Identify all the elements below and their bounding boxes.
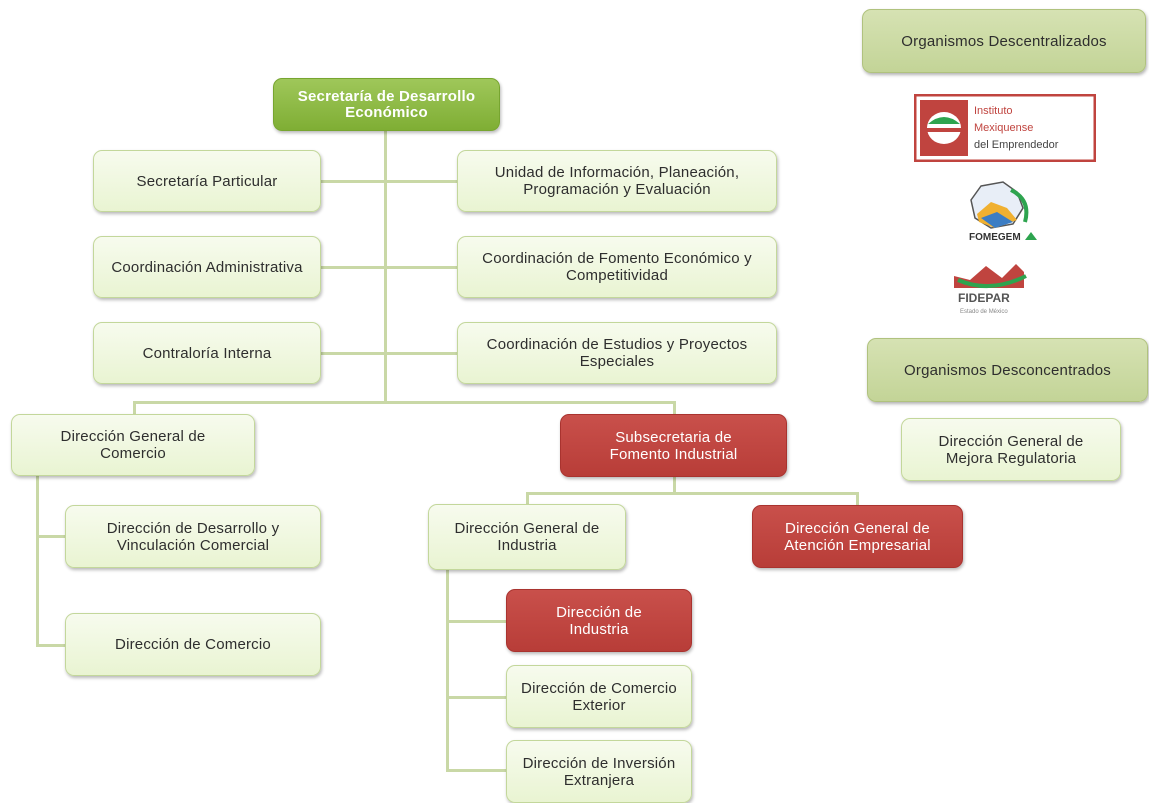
connector-level2-horizontal xyxy=(133,401,676,404)
ime-line3: del Emprendedor xyxy=(974,139,1059,151)
fidepar-logo: FIDEPAR Estado de México xyxy=(950,258,1030,318)
connector-comercio-vertical xyxy=(36,475,39,647)
connector-level3-horizontal xyxy=(526,492,859,495)
connector-dir-industria xyxy=(446,620,508,623)
connector-subsecretaria-drop xyxy=(673,401,676,415)
connector-dir-comercio-exterior xyxy=(446,696,508,699)
connector-dg-comercio-drop xyxy=(133,401,136,415)
direccion-inversion-extranjera-box: Dirección de Inversión Extranjera xyxy=(506,740,692,803)
direccion-general-industria-box: Dirección General de Industria xyxy=(428,504,626,570)
connector-dg-industria-drop xyxy=(526,492,529,505)
ime-line2: Mexiquense xyxy=(974,122,1033,134)
fidepar-subtext: Estado de México xyxy=(960,309,1008,315)
instituto-mexiquense-emprendedor-logo: Instituto Mexiquense del Emprendedor xyxy=(913,93,1097,163)
connector-administrativa xyxy=(321,266,387,269)
connector-uippe xyxy=(384,180,458,183)
connector-fomento-economico xyxy=(384,266,458,269)
connector-particular xyxy=(321,180,387,183)
direccion-comercio-box: Dirección de Comercio xyxy=(65,613,321,676)
ime-line1: Instituto xyxy=(974,105,1013,117)
fomegem-text: FOMEGEM xyxy=(969,232,1021,243)
coordinacion-administrativa-box: Coordinación Administrativa xyxy=(93,236,321,298)
fomegem-logo: FOMEGEM xyxy=(951,178,1047,246)
connector-desarrollo-vinculacion xyxy=(36,535,66,538)
organismos-desconcentrados-box: Organismos Desconcentrados xyxy=(867,338,1148,402)
connector-contraloria xyxy=(321,352,387,355)
connector-dir-inversion xyxy=(446,769,508,772)
connector-industria-vertical xyxy=(446,570,449,772)
direccion-comercio-exterior-box: Dirección de Comercio Exterior xyxy=(506,665,692,728)
coordinacion-estudios-proyectos-box: Coordinación de Estudios y Proyectos Esp… xyxy=(457,322,777,384)
direccion-general-mejora-regulatoria-box: Dirección General de Mejora Regulatoria xyxy=(901,418,1121,481)
direccion-general-comercio-box: Dirección General de Comercio xyxy=(11,414,255,476)
contraloria-interna-box: Contraloría Interna xyxy=(93,322,321,384)
connector-estudios xyxy=(384,352,458,355)
connector-direccion-comercio xyxy=(36,644,66,647)
unidad-informacion-planeacion-box: Unidad de Información, Planeación, Progr… xyxy=(457,150,777,212)
direccion-industria-box: Dirección de Industria xyxy=(506,589,692,652)
coordinacion-fomento-economico-box: Coordinación de Fomento Económico y Comp… xyxy=(457,236,777,298)
direccion-general-atencion-empresarial-box: Dirección General de Atención Empresaria… xyxy=(752,505,963,568)
secretaria-desarrollo-economico-box: Secretaría de Desarrollo Económico xyxy=(273,78,500,131)
subsecretaria-fomento-industrial-box: Subsecretaria de Fomento Industrial xyxy=(560,414,787,477)
secretaria-particular-box: Secretaría Particular xyxy=(93,150,321,212)
direccion-desarrollo-vinculacion-box: Dirección de Desarrollo y Vinculación Co… xyxy=(65,505,321,568)
organismos-descentralizados-box: Organismos Descentralizados xyxy=(862,9,1146,73)
fidepar-text: FIDEPAR xyxy=(958,291,1010,305)
connector-subsecretaria-down xyxy=(673,477,676,494)
connector-dg-atencion-drop xyxy=(856,492,859,505)
